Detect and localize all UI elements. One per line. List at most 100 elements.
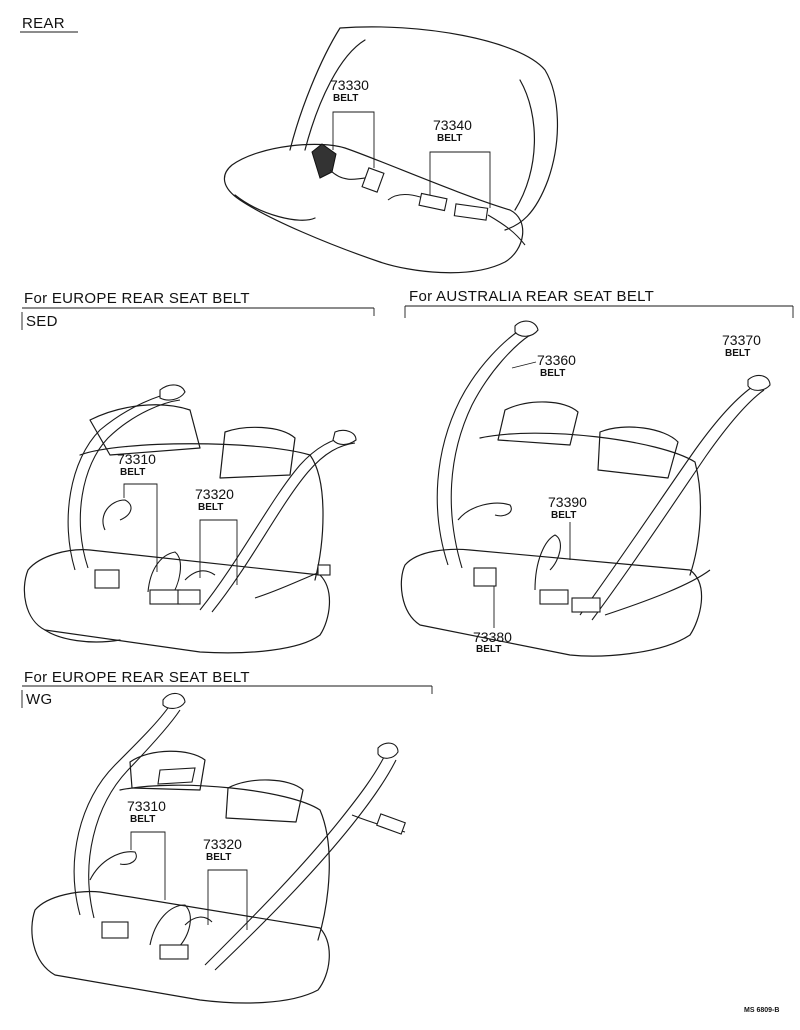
- part-number-aus-73370: 73370: [722, 332, 761, 348]
- europe-sed-seat-cushion: [23, 549, 331, 654]
- callout-wg-73320: 73320 BELT: [203, 836, 248, 930]
- europe-wg-center-strap: [149, 904, 191, 949]
- australia-heading: For AUSTRALIA REAR SEAT BELT: [409, 288, 654, 305]
- australia-right-shoulder-belt-b: [591, 389, 765, 621]
- europe-wg-73320-strap: [184, 916, 213, 926]
- europe-wg-left-buckle: [101, 921, 129, 939]
- callout-aus-73380: 73380 BELT: [473, 586, 512, 655]
- europe-sed-left-shoulder-belt-a: [67, 391, 176, 571]
- australia-seat-back: [479, 432, 702, 576]
- australia-center-tongue: [571, 597, 601, 613]
- europe-sed-seat-back: [79, 443, 324, 581]
- part-number-sed-73310: 73310: [117, 451, 156, 467]
- europe-wg-seat-cushion: [31, 890, 330, 1004]
- part-name-aus-73390: BELT: [551, 510, 576, 521]
- australia-left-buckle: [473, 567, 497, 587]
- part-name-aus-73370: BELT: [725, 348, 750, 359]
- europe-sed-left-buckle: [94, 569, 120, 589]
- australia-left-shoulder-belt-b: [450, 334, 531, 569]
- part-number-73330: 73330: [330, 77, 369, 93]
- europe-sed-right-upper-anchor: [332, 429, 357, 446]
- callout-aus-73390: 73390 BELT: [548, 494, 587, 560]
- europe-wg-section: For EUROPE REAR SEAT BELT WG: [21, 669, 433, 1004]
- australia-seat-cushion: [400, 548, 703, 657]
- europe-wg-headrest-anchor: [157, 767, 196, 785]
- europe-sed-right-shoulder-belt-b: [211, 442, 356, 613]
- part-name-aus-73380: BELT: [476, 644, 501, 655]
- part-name-sed-73310: BELT: [120, 467, 145, 478]
- part-name-aus-73360: BELT: [540, 368, 565, 379]
- leader-aus-73360: [511, 361, 537, 369]
- callout-sed-73310: 73310 BELT: [117, 451, 158, 572]
- rear-bench-seat: [223, 26, 559, 274]
- australia-left-headrest: [497, 401, 579, 446]
- europe-wg-left-upper-anchor: [162, 692, 186, 709]
- australia-73360-upper-anchor: [514, 320, 539, 337]
- part-number-aus-73390: 73390: [548, 494, 587, 510]
- leader-sed-73320: [199, 519, 238, 585]
- europe-sed-left-upper-anchor: [159, 384, 186, 401]
- europe-wg-right-side-buckle: [376, 813, 406, 835]
- australia-center-buckle: [539, 589, 569, 605]
- rear-belt-73340-buckle: [418, 192, 448, 212]
- australia-left-shoulder-belt-a: [436, 329, 521, 566]
- leader-73340: [429, 151, 491, 208]
- callout-aus-73360: 73360 BELT: [511, 352, 576, 379]
- europe-wg-right-headrest: [225, 779, 304, 823]
- rear-seat-front-edge: [234, 194, 316, 221]
- callout-73340: 73340 BELT: [429, 117, 491, 208]
- europe-wg-right-shoulder-belt-a: [204, 754, 386, 966]
- rear-seat-back: [289, 26, 559, 231]
- part-number-73340: 73340: [433, 117, 472, 133]
- callout-wg-73310: 73310 BELT: [127, 798, 166, 900]
- europe-sed-right-anchor: [317, 564, 331, 576]
- europe-wg-left-shoulder-belt-b: [88, 709, 181, 919]
- europe-wg-center-buckle: [159, 944, 189, 960]
- europe-sed-center-tongue: [177, 589, 201, 605]
- rear-section: REAR 73330 BELT 73340 BELT: [20, 15, 559, 274]
- rear-seat-cushion: [223, 143, 524, 274]
- europe-wg-right-upper-anchor: [377, 742, 399, 759]
- australia-left-lap-strap: [457, 502, 512, 521]
- rear-belt-73340-tongue: [453, 203, 489, 221]
- australia-73390-strap: [534, 534, 561, 591]
- rear-seat-back-edge: [304, 39, 366, 151]
- leader-sed-73310: [123, 483, 158, 572]
- leader-73330: [332, 111, 375, 168]
- europe-wg-subheading: WG: [26, 691, 52, 708]
- europe-sed-right-shoulder-belt-a: [199, 435, 351, 611]
- part-number-wg-73310: 73310: [127, 798, 166, 814]
- australia-73370-upper-anchor: [747, 374, 771, 391]
- part-number-wg-73320: 73320: [203, 836, 242, 852]
- europe-sed-right-lap-belt: [254, 571, 321, 599]
- leader-wg-73320: [207, 869, 248, 930]
- rear-belt-73330-anchor: [311, 143, 337, 179]
- europe-wg-seat: [31, 692, 406, 1004]
- europe-wg-seat-back: [119, 784, 330, 941]
- rear-belt-73340-end: [487, 214, 526, 246]
- part-name-73340: BELT: [437, 133, 462, 144]
- australia-right-shoulder-belt-a: [579, 384, 756, 616]
- australia-section: For AUSTRALIA REAR SEAT BELT 73360 BELT: [400, 288, 794, 657]
- part-number-sed-73320: 73320: [195, 486, 234, 502]
- drawing-code: MS 6809-B: [744, 1007, 779, 1014]
- europe-sed-right-headrest: [219, 426, 296, 479]
- europe-sed-seat: [23, 384, 357, 654]
- europe-wg-73310-strap: [89, 851, 137, 881]
- leader-wg-73310: [130, 831, 166, 900]
- europe-sed-center-buckle: [149, 589, 181, 605]
- australia-right-headrest: [597, 426, 679, 479]
- europe-wg-right-shoulder-belt-b: [214, 759, 397, 971]
- callout-73330: 73330 BELT: [330, 77, 375, 168]
- europe-wg-heading: For EUROPE REAR SEAT BELT: [24, 669, 250, 686]
- europe-sed-heading: For EUROPE REAR SEAT BELT: [24, 290, 250, 307]
- part-number-aus-73360: 73360: [537, 352, 576, 368]
- part-name-73330: BELT: [333, 93, 358, 104]
- rear-heading: REAR: [22, 15, 65, 32]
- australia-seat: [400, 320, 771, 657]
- europe-sed-left-headrest: [89, 404, 201, 456]
- callout-sed-73320: 73320 BELT: [195, 486, 238, 585]
- part-name-wg-73310: BELT: [130, 814, 155, 825]
- rear-belt-73330-buckle: [361, 167, 385, 193]
